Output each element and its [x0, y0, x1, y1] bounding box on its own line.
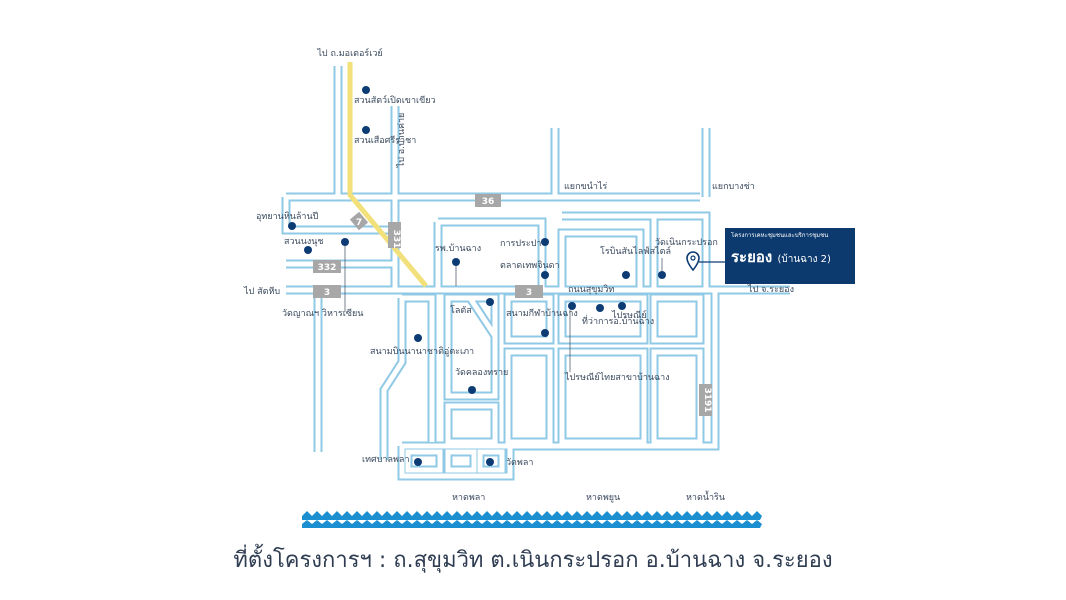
label-beach-namrin: หาดน้ำริน	[686, 490, 725, 503]
road-network	[281, 66, 790, 481]
road-badge-7: 7	[349, 211, 369, 231]
road-badge-3191: 3191	[699, 384, 712, 416]
motorway-road	[347, 62, 428, 288]
marker-open-zoo	[362, 86, 370, 94]
marker-tiger-zoo	[362, 126, 370, 134]
label-municipality: เทศบาลพลา	[362, 455, 410, 465]
svg-text:3: 3	[526, 288, 532, 298]
label-to-ban-kai: ไป อ.บ้านค่าย	[396, 113, 407, 169]
label-district-office: ที่ว่าการอ.บ้านฉาง	[582, 314, 654, 327]
label-to-sattahip: ไป สัตหีบ	[243, 286, 280, 297]
label-wat-yan: วัดญาณฯ วิหารเซียน	[282, 308, 363, 319]
label-robinson: โรบินสันไลฟ์สไตล์	[600, 245, 671, 257]
marker-nong-nooch-dot	[304, 246, 312, 254]
label-yaek-nam-rai: แยกขนำไร่	[564, 181, 607, 192]
label-suan-nong-nooch: สวนนงนุช	[284, 237, 324, 247]
svg-text:7: 7	[356, 218, 362, 228]
label-lotus: โลตัส	[450, 305, 472, 316]
svg-text:3191: 3191	[702, 387, 712, 412]
svg-text:36: 36	[482, 197, 495, 207]
marker-district-office	[568, 302, 576, 310]
footer-address: ที่ตั้งโครงการฯ : ถ.สุขุมวิท ต.เนินกระปร…	[233, 548, 833, 573]
marker-industrial-park	[288, 222, 296, 230]
project-label-box: โครงการเคหะชุมชนและบริการชุมชน ระยอง (บ้…	[725, 228, 855, 284]
marker-hospital	[452, 258, 460, 266]
marker-stadium	[541, 329, 549, 337]
label-sukhumvit-road: ถนนสุขุมวิท	[568, 284, 614, 295]
label-wat-noen: วัดเนินกระปรอก	[655, 237, 718, 248]
label-hospital: รพ.บ้านฉาง	[435, 243, 481, 254]
label-open-zoo: สวนสัตว์เปิดเขาเขียว	[354, 94, 436, 106]
label-yaek-ban-cha: แยกบางช่า	[712, 182, 755, 192]
marker-water-works	[541, 238, 549, 246]
label-beach-phayun: หาดพยูน	[586, 493, 620, 503]
svg-text:3: 3	[324, 288, 330, 298]
marker-wat-noen	[658, 271, 666, 279]
marker-market	[541, 271, 549, 279]
label-market: ตลาดเทพจินดา	[500, 260, 560, 271]
label-beach-phala: หาดพลา	[452, 493, 485, 503]
marker-robinson	[622, 271, 630, 279]
road-badge-3-mid: 3	[515, 285, 543, 298]
label-wat-phala: วัดพลา	[506, 458, 533, 468]
marker-post-office-thai	[596, 304, 604, 312]
label-to-motorway: ไป ถ.มอเตอร์เวย์	[316, 47, 382, 59]
marker-airport	[414, 334, 422, 342]
label-industrial-park: อุทยานหินล้านปี	[256, 211, 319, 222]
marker-wat-khlong	[468, 386, 476, 394]
label-water-works: การประปา	[500, 239, 541, 249]
project-subtitle: โครงการเคหะชุมชนและบริการชุมชน	[731, 232, 829, 239]
label-to-rayong: ไป จ.ระยอง	[747, 284, 794, 295]
label-post-office: ไปรษณีย์	[611, 309, 647, 321]
label-tiger-zoo: สวนเสือศรีราชา	[354, 135, 416, 146]
marker-municipality	[414, 458, 422, 466]
road-badge-3-left: 3	[313, 285, 341, 298]
sea-wave	[302, 511, 762, 528]
marker-wat-phala	[486, 458, 494, 466]
marker-post-office	[618, 302, 626, 310]
project-pin-icon	[686, 251, 725, 272]
road-badge-36: 36	[475, 194, 501, 207]
marker-lotus	[486, 298, 494, 306]
svg-text:331: 331	[391, 230, 401, 249]
project-name: ระยอง (บ้านฉาง 2)	[731, 248, 831, 266]
label-post-office-thai: ไปรษณีย์ไทยสาขาบ้านฉาง	[564, 371, 670, 383]
road-badge-332: 332	[313, 260, 341, 273]
label-wat-khlong: วัดคลองทราย	[455, 368, 508, 378]
label-airport: สนามบินนานาชาติอู่ตะเภา	[370, 346, 474, 357]
marker-suan-nong-nooch	[341, 238, 349, 246]
label-stadium: สนามกีฬาบ้านฉาง	[506, 308, 578, 319]
road-badge-331: 331	[388, 222, 401, 248]
svg-text:332: 332	[318, 263, 337, 273]
